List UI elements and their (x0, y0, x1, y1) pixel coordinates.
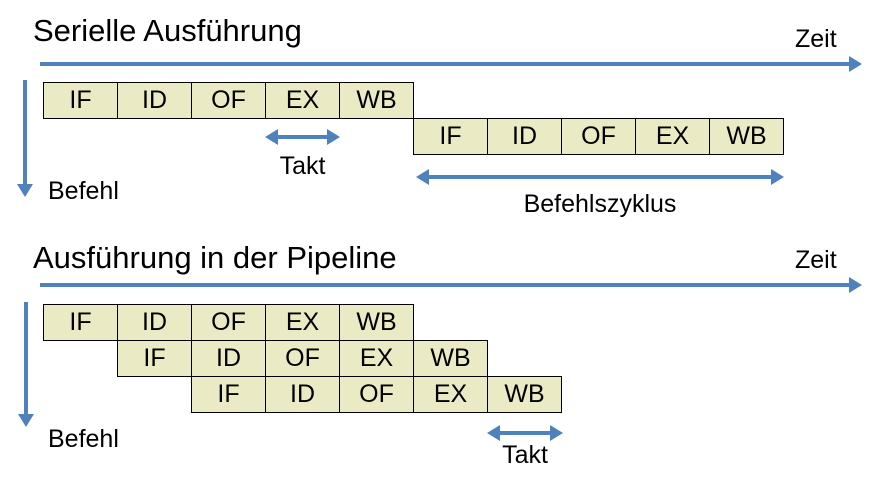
serial-takt-label: Takt (279, 152, 326, 180)
arrow-line (23, 80, 27, 187)
stage-cell-wb: WB (339, 304, 414, 341)
serial-time-axis-arrow-icon (40, 56, 862, 72)
stage-cell-id: ID (117, 304, 192, 341)
pipeline-instruction-3-row: IF ID OF EX WB (191, 376, 562, 413)
stage-cell-of: OF (561, 118, 636, 155)
pipeline-takt-label: Takt (502, 441, 548, 469)
stage-cell-ex: EX (265, 304, 340, 341)
stage-cell-wb: WB (413, 340, 488, 377)
serial-befehlszyklus-label: Befehlszyklus (523, 190, 677, 218)
stage-cell-if: IF (413, 118, 488, 155)
arrow-line (24, 302, 28, 417)
pipeline-instruction-1-row: IF ID OF EX WB (43, 304, 414, 341)
serial-section-title: Serielle Ausführung (33, 13, 302, 48)
arrow-line (40, 283, 852, 287)
arrowhead-right-icon (849, 277, 862, 293)
serial-befehl-label: Befehl (48, 177, 119, 205)
arrowhead-right-icon (327, 129, 340, 145)
stage-cell-if: IF (43, 304, 118, 341)
stage-cell-id: ID (191, 340, 266, 377)
arrowhead-right-icon (550, 425, 563, 441)
arrowhead-right-icon (771, 169, 784, 185)
stage-cell-id: ID (265, 376, 340, 413)
arrowhead-right-icon (849, 56, 862, 72)
stage-cell-ex: EX (635, 118, 710, 155)
pipeline-takt-span-arrow-icon (487, 425, 563, 441)
arrow-line (426, 175, 774, 179)
arrowhead-down-icon (17, 184, 33, 197)
arrowhead-left-icon (416, 169, 429, 185)
serial-befehlszyklus-span-arrow-icon (416, 169, 784, 185)
arrowhead-down-icon (18, 414, 34, 427)
pipeline-instruction-axis-arrow-icon (18, 302, 34, 427)
stage-cell-wb: WB (709, 118, 784, 155)
arrow-line (275, 135, 330, 139)
pipeline-zeit-label: Zeit (795, 246, 837, 274)
serial-instruction-1-row: IF ID OF EX WB (43, 82, 414, 119)
serial-instruction-axis-arrow-icon (17, 80, 33, 197)
stage-cell-of: OF (191, 82, 266, 119)
stage-cell-if: IF (43, 82, 118, 119)
stage-cell-if: IF (191, 376, 266, 413)
stage-cell-ex: EX (413, 376, 488, 413)
stage-cell-of: OF (339, 376, 414, 413)
stage-cell-wb: WB (487, 376, 562, 413)
stage-cell-ex: EX (265, 82, 340, 119)
arrow-line (497, 431, 553, 435)
serial-takt-span-arrow-icon (265, 129, 340, 145)
arrowhead-left-icon (487, 425, 500, 441)
pipeline-befehl-label: Befehl (48, 425, 119, 453)
pipeline-instruction-2-row: IF ID OF EX WB (117, 340, 488, 377)
stage-cell-id: ID (117, 82, 192, 119)
serial-zeit-label: Zeit (795, 25, 837, 53)
arrowhead-left-icon (265, 129, 278, 145)
pipeline-time-axis-arrow-icon (40, 277, 862, 293)
stage-cell-ex: EX (339, 340, 414, 377)
serial-instruction-2-row: IF ID OF EX WB (413, 118, 784, 155)
stage-cell-wb: WB (339, 82, 414, 119)
stage-cell-id: ID (487, 118, 562, 155)
arrow-line (40, 62, 852, 66)
pipeline-section-title: Ausführung in der Pipeline (33, 240, 397, 275)
stage-cell-if: IF (117, 340, 192, 377)
stage-cell-of: OF (265, 340, 340, 377)
stage-cell-of: OF (191, 304, 266, 341)
